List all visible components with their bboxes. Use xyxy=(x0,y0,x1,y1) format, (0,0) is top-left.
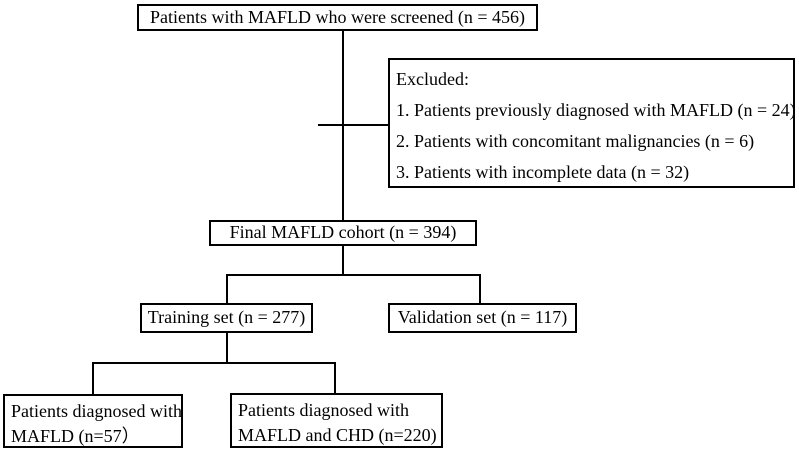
training-set-box: Training set (n = 277) xyxy=(140,303,313,333)
mafld-chd-line-2: MAFLD and CHD (n=220) xyxy=(238,425,437,445)
connector-split-train-validation xyxy=(226,274,481,276)
excluded-item-1: 1. Patients previously diagnosed with MA… xyxy=(396,100,796,120)
excluded-title: Excluded: xyxy=(396,69,469,89)
connector-down-to-training xyxy=(226,274,228,303)
mafld-only-box: Patients diagnosed with MAFLD (n=57） xyxy=(3,394,183,448)
connector-down-to-mafld-chd xyxy=(334,362,336,393)
mafld-chd-line-1: Patients diagnosed with xyxy=(238,400,409,420)
connector-branch-to-excluded xyxy=(318,124,388,126)
connector-down-to-validation xyxy=(479,274,481,303)
mafld-only-line-1: Patients diagnosed with xyxy=(11,401,182,421)
validation-set-box: Validation set (n = 117) xyxy=(388,303,577,333)
excluded-item-3: 3. Patients with incomplete data (n = 32… xyxy=(396,162,690,182)
connector-down-to-mafld-only xyxy=(92,362,94,394)
connector-cohort-down xyxy=(342,246,344,276)
connector-screened-to-cohort xyxy=(342,31,344,221)
mafld-only-line-2: MAFLD (n=57） xyxy=(11,426,140,446)
connector-split-bottom xyxy=(92,362,336,364)
connector-training-down xyxy=(226,333,228,364)
excluded-box: Excluded: 1. Patients previously diagnos… xyxy=(388,58,796,188)
final-cohort-box: Final MAFLD cohort (n = 394) xyxy=(209,220,477,246)
excluded-item-2: 2. Patients with concomitant malignancie… xyxy=(396,131,755,151)
screened-patients-box: Patients with MAFLD who were screened (n… xyxy=(137,4,538,31)
mafld-chd-box: Patients diagnosed with MAFLD and CHD (n… xyxy=(230,393,443,448)
